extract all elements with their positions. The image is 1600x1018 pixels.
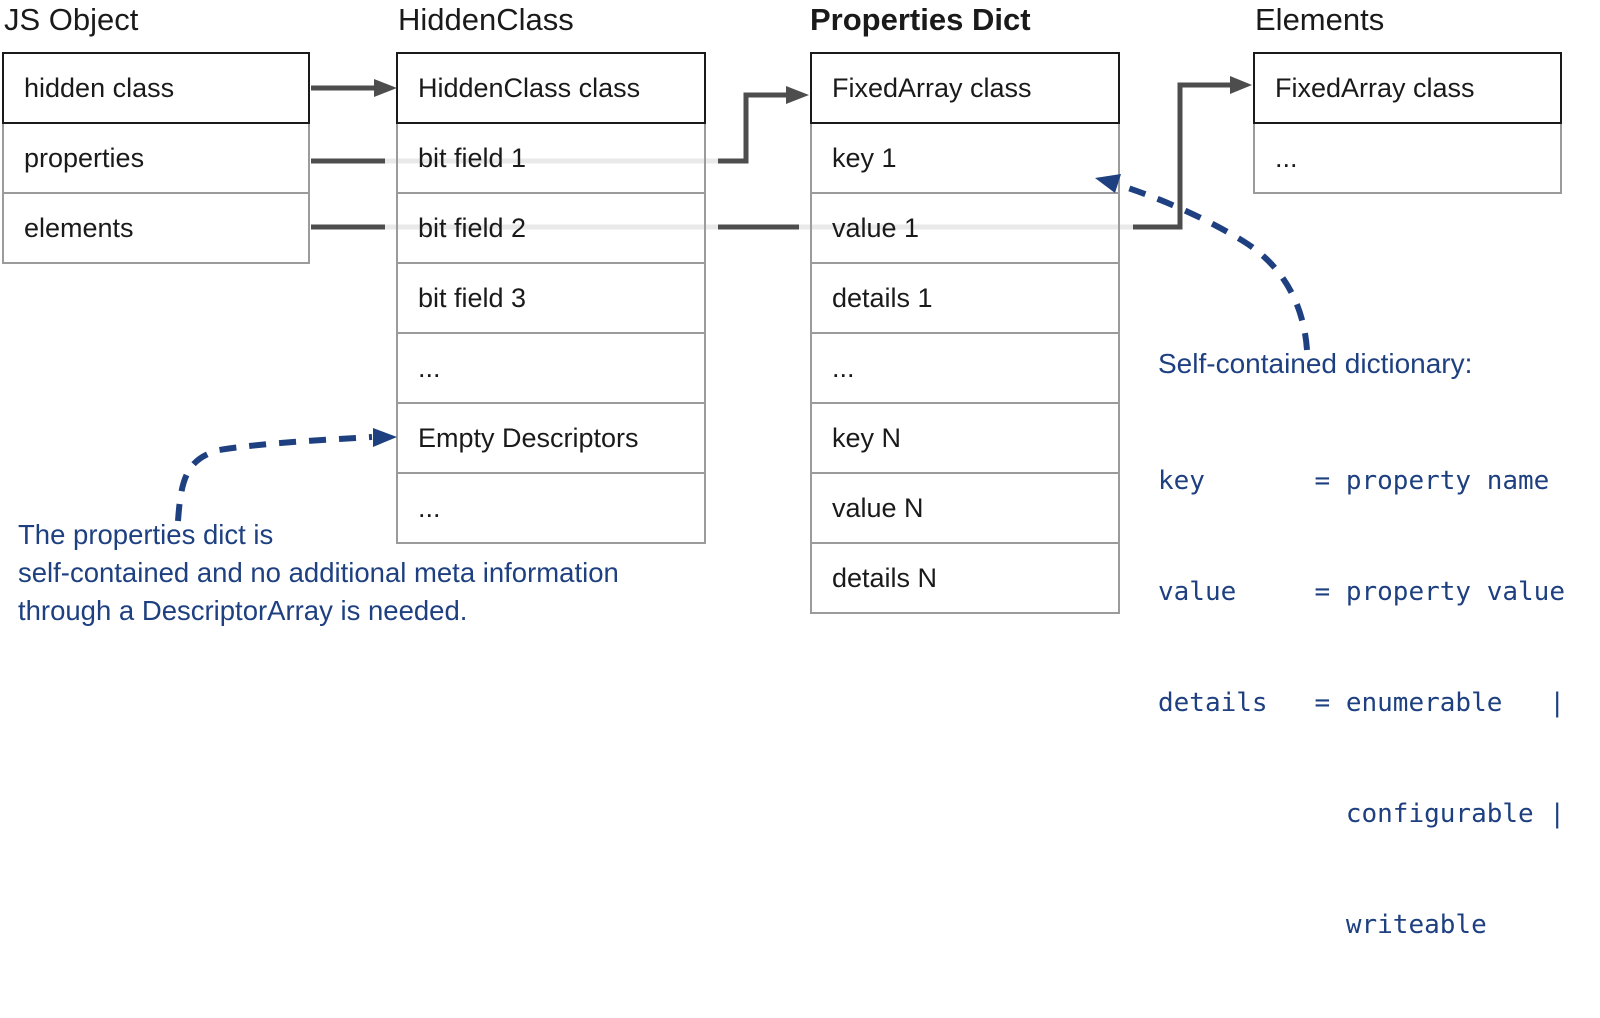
table-row: ... xyxy=(396,472,706,544)
column-title-elements: Elements xyxy=(1255,2,1385,37)
row-label: details N xyxy=(832,562,938,593)
code-line: configurable | xyxy=(1158,799,1565,829)
table-row: hidden class xyxy=(2,52,310,124)
table-row: elements xyxy=(2,192,310,264)
code-line: key = property name xyxy=(1158,466,1550,496)
diagram-canvas: JS Object HiddenClass Properties Dict El… xyxy=(2,2,1562,614)
code-line: writeable xyxy=(1158,910,1487,940)
table-row: HiddenClass class xyxy=(396,52,706,124)
row-label: key N xyxy=(832,422,902,453)
code-line: value = property value xyxy=(1158,577,1565,607)
table-row: details N xyxy=(810,542,1120,614)
column-title-js-object: JS Object xyxy=(4,2,139,37)
annotations-layer: The properties dict is self-contained an… xyxy=(18,348,1565,940)
row-label: value N xyxy=(832,492,924,523)
right-note-code: key = property name value = property val… xyxy=(1158,389,1565,1018)
table-row: FixedArray class xyxy=(810,52,1120,124)
row-label: hidden class xyxy=(24,72,175,103)
column-title-properties-dict: Properties Dict xyxy=(810,2,1031,37)
row-label: bit field 3 xyxy=(418,282,527,313)
row-label: ... xyxy=(418,492,441,523)
row-label: details 1 xyxy=(832,282,933,313)
row-label: properties xyxy=(24,142,145,173)
table-row: FixedArray class xyxy=(1253,52,1562,124)
left-note: The properties dict is self-contained an… xyxy=(18,516,619,630)
row-label: ... xyxy=(1275,142,1298,173)
row-label: Empty Descriptors xyxy=(418,422,639,453)
row-label: ... xyxy=(832,352,855,383)
right-note-heading: Self-contained dictionary: xyxy=(1158,348,1473,379)
row-label: HiddenClass class xyxy=(418,72,641,103)
row-label: FixedArray class xyxy=(1275,72,1475,103)
row-label: FixedArray class xyxy=(832,72,1032,103)
right-note: Self-contained dictionary: key = propert… xyxy=(1158,348,1565,1018)
left-note-line: The properties dict is xyxy=(18,519,274,550)
left-note-line: self-contained and no additional meta in… xyxy=(18,557,619,588)
left-note-line: through a DescriptorArray is needed. xyxy=(18,595,468,626)
row-label: elements xyxy=(24,212,134,243)
row-label: key 1 xyxy=(832,142,897,173)
row-label: bit field 1 xyxy=(418,142,527,173)
row-label: ... xyxy=(418,352,441,383)
column-title-hiddenclass: HiddenClass xyxy=(398,2,574,37)
code-line: details = enumerable | xyxy=(1158,688,1565,718)
